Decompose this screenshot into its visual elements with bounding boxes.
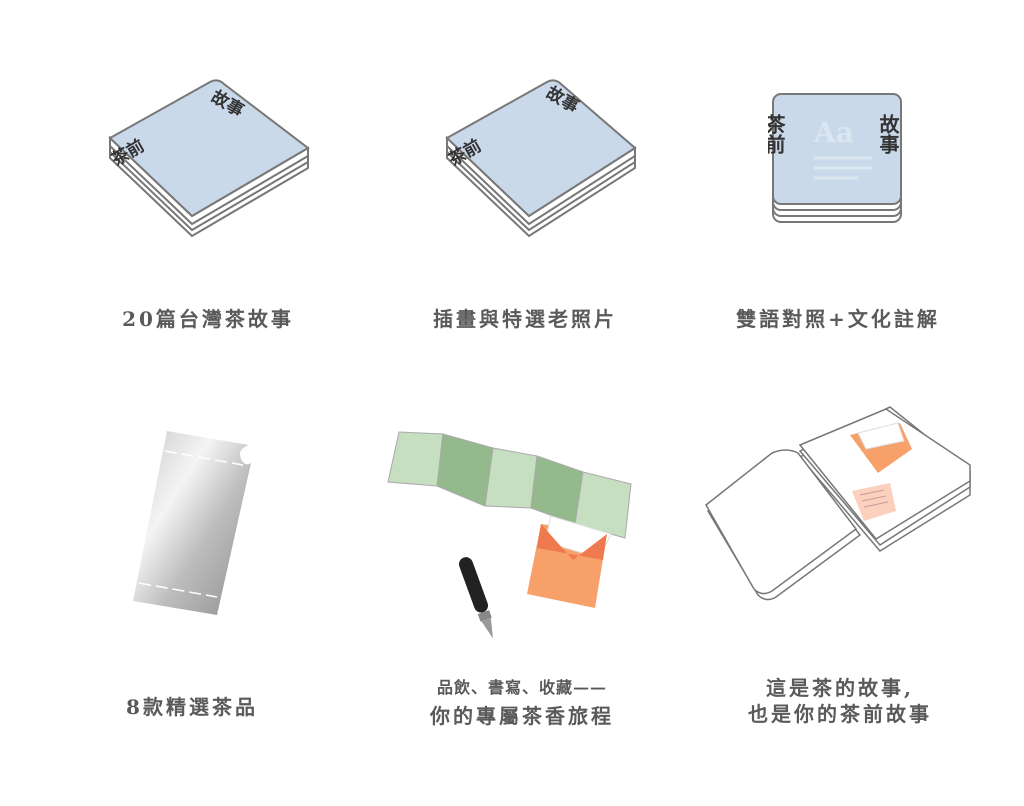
feature-caption-line1: 品飲、書寫、收藏——: [436, 678, 608, 697]
feature-caption-line1: 這是茶的故事,: [766, 676, 914, 700]
folded-map-envelope-pen-icon: [387, 431, 632, 639]
cover-title-a: 茶前: [768, 114, 786, 154]
book-front-icon: Aa 茶前 故事: [768, 93, 902, 223]
feature-caption: 插畫與特選老照片: [433, 307, 617, 331]
feature-caption: 雙語對照+文化註解: [736, 307, 940, 331]
cover-watermark: Aa: [813, 116, 854, 149]
feature-caption-line2: 你的專屬茶香旅程: [430, 704, 614, 728]
cover-title-b: 故事: [876, 113, 900, 155]
book-isometric-icon: 茶前 故事: [445, 79, 637, 238]
open-book-icon: [705, 406, 971, 601]
feature-caption: 8款精選茶品: [126, 695, 258, 719]
silver-tea-ticket-icon: [133, 431, 251, 615]
feature-caption: 20篇台灣茶故事: [122, 307, 294, 331]
book-isometric-icon: 茶前 故事: [108, 79, 310, 238]
feature-caption-line2: 也是你的茶前故事: [748, 702, 932, 726]
